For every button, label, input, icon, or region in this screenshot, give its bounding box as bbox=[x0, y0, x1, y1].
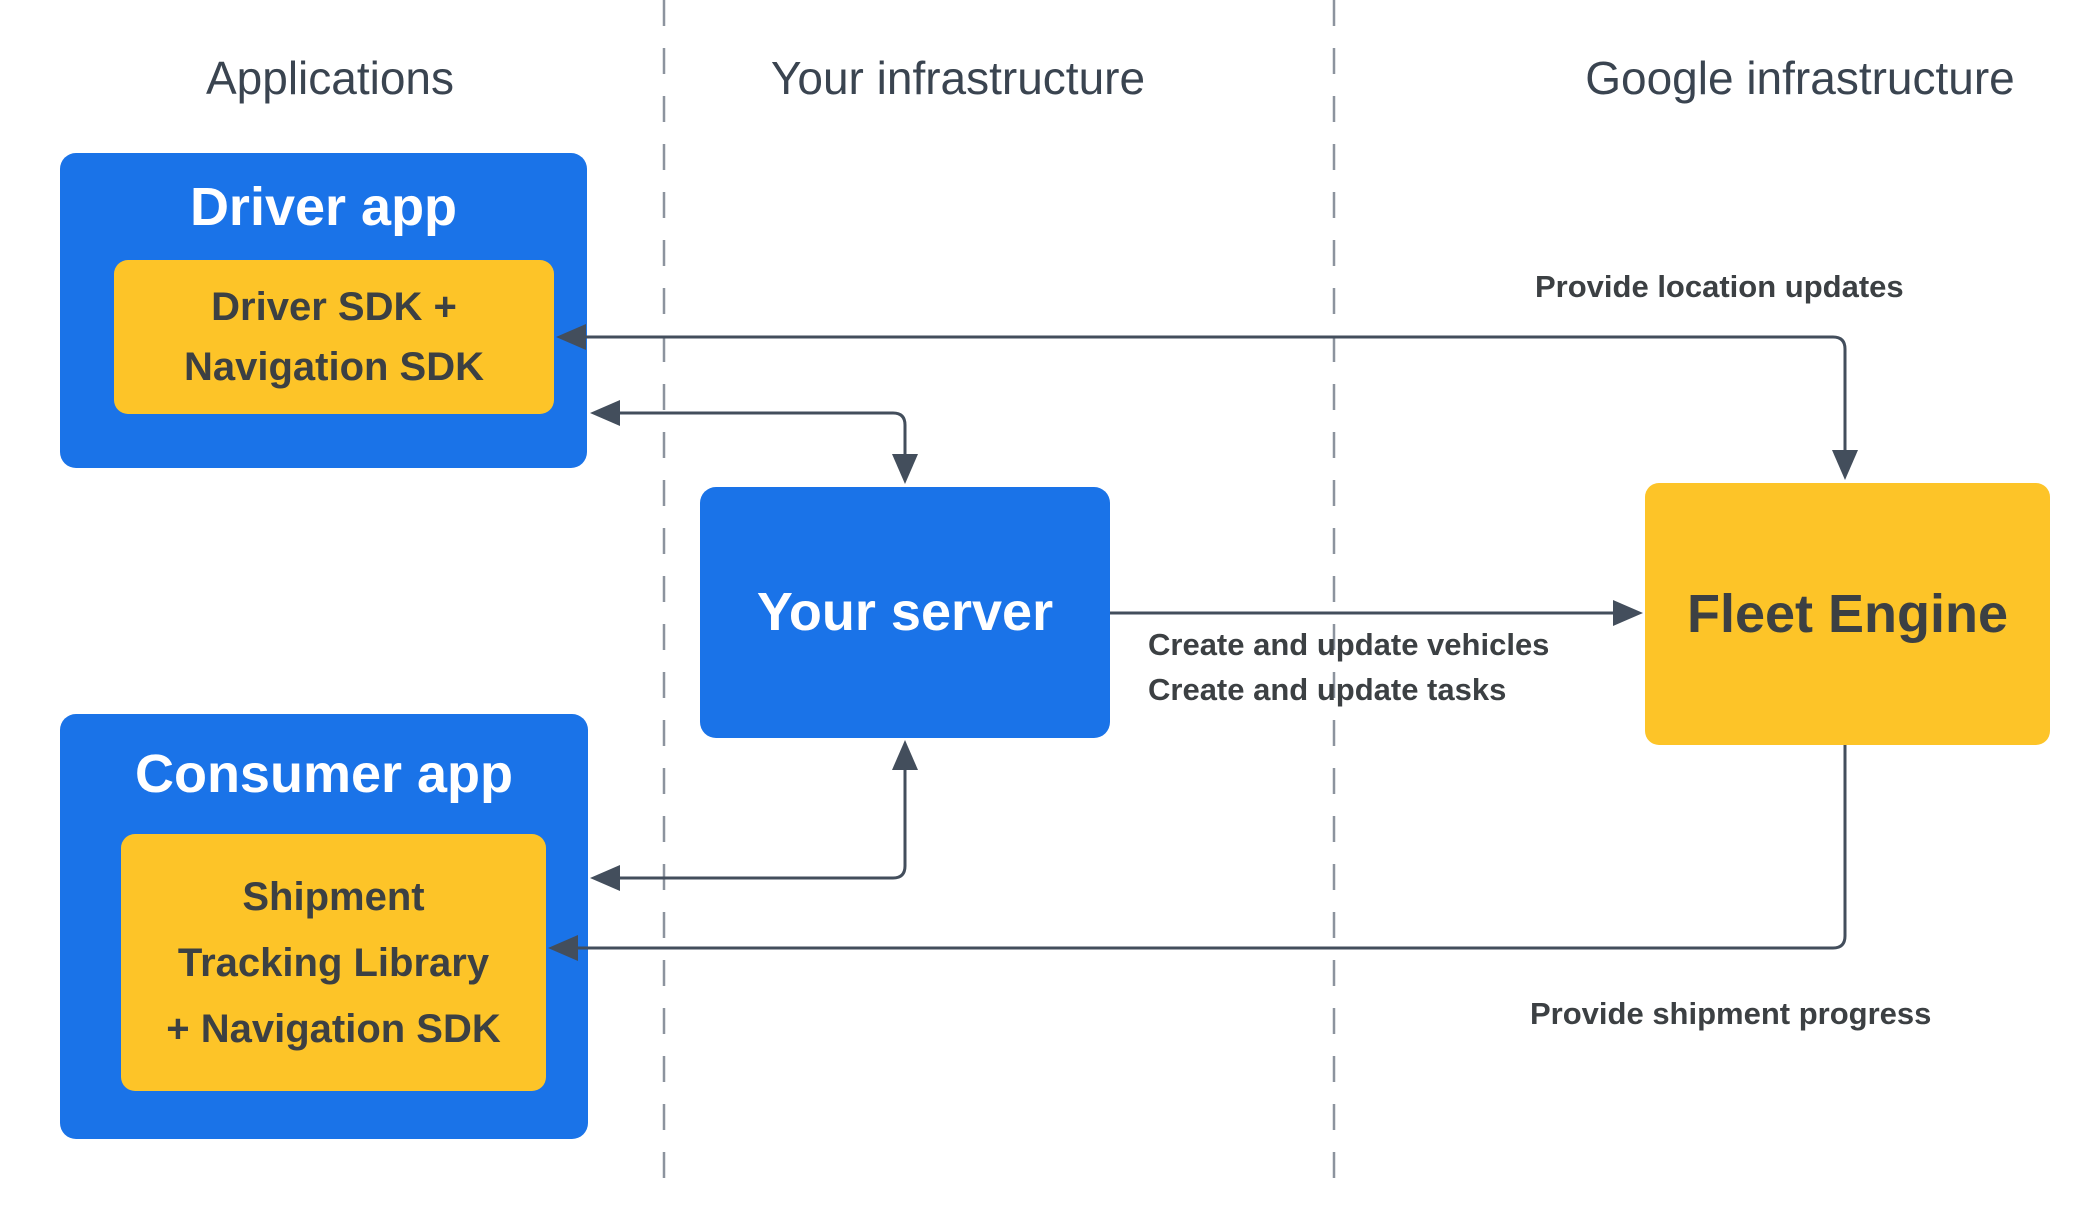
shipment-lib-line-1: Shipment bbox=[242, 874, 425, 919]
shipment-lib-line-3: + Navigation SDK bbox=[166, 1006, 501, 1051]
your-server-box: Your server bbox=[700, 487, 1110, 738]
driver-sdk-box: Driver SDK + Navigation SDK bbox=[114, 260, 554, 414]
arrow-fleet-engine-shipment-library bbox=[548, 745, 1847, 961]
your-server-title: Your server bbox=[756, 582, 1054, 642]
column-header-google-infrastructure: Google infrastructure bbox=[1585, 52, 2015, 104]
arrowhead-into-your-server-bottom bbox=[892, 740, 918, 770]
shipment-tracking-library-box: Shipment Tracking Library + Navigation S… bbox=[121, 834, 546, 1091]
label-provide-location-updates: Provide location updates bbox=[1535, 269, 1904, 304]
shipment-lib-line-2: Tracking Library bbox=[177, 940, 490, 985]
arrow-consumer-app-your-server bbox=[590, 740, 918, 891]
arrowhead-into-your-server-top bbox=[892, 454, 918, 484]
arrowhead-into-fleet-engine-top bbox=[1832, 450, 1858, 480]
label-create-update-vehicles: Create and update vehicles bbox=[1148, 627, 1550, 662]
label-provide-shipment-progress: Provide shipment progress bbox=[1530, 996, 1932, 1031]
fleet-engine-box: Fleet Engine bbox=[1645, 483, 2050, 745]
arrowhead-into-fleet-engine-left bbox=[1613, 600, 1643, 626]
column-header-applications: Applications bbox=[205, 52, 455, 104]
driver-sdk-line-2: Navigation SDK bbox=[183, 345, 485, 389]
column-header-your-infrastructure: Your infrastructure bbox=[770, 52, 1146, 104]
arrow-driver-sdk-fleet-engine bbox=[556, 324, 1858, 480]
driver-sdk-line-1: Driver SDK + bbox=[211, 285, 457, 329]
arrow-driver-app-your-server bbox=[590, 400, 918, 484]
shipment-tracking-library-label: Shipment Tracking Library + Navigation S… bbox=[121, 864, 546, 1062]
label-create-update-tasks: Create and update tasks bbox=[1148, 672, 1507, 707]
arrowhead-into-driver-app bbox=[590, 400, 620, 426]
driver-app-title: Driver app bbox=[189, 177, 458, 237]
fleet-engine-title: Fleet Engine bbox=[1686, 584, 2009, 644]
consumer-app-title: Consumer app bbox=[134, 744, 514, 804]
label-create-and-update: Create and update vehicles Create and up… bbox=[1148, 622, 1549, 712]
arrowhead-into-consumer-app bbox=[590, 865, 620, 891]
driver-sdk-label: Driver SDK + Navigation SDK bbox=[114, 277, 554, 397]
